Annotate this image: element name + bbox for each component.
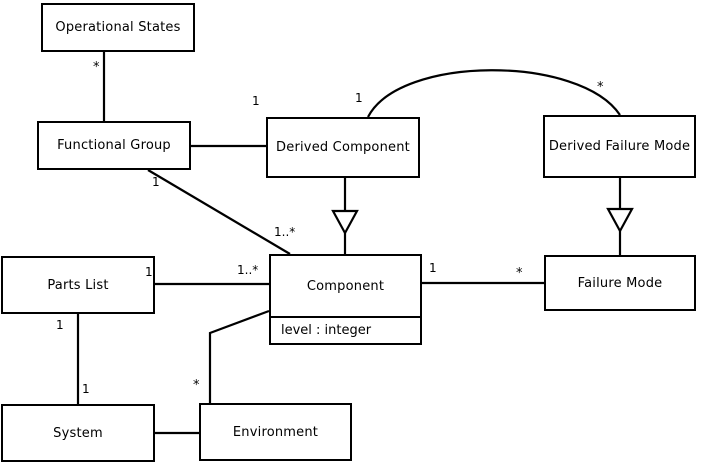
connector-environment-component xyxy=(208,309,270,403)
multiplicity-component-failure-mode-source: 1 xyxy=(429,261,437,275)
multiplicity-parts-list-component-target: 1..* xyxy=(237,263,259,277)
class-name-system: System xyxy=(53,425,103,441)
class-name-derived-component: Derived Component xyxy=(276,140,410,155)
class-box-functional-group[interactable]: Functional Group xyxy=(37,121,191,170)
multiplicity-functional-group-component-target: 1..* xyxy=(274,225,296,239)
class-box-system[interactable]: System xyxy=(1,404,155,462)
multiplicity-functional-group-component-source: 1 xyxy=(152,175,160,189)
multiplicity-component-failure-mode-target: * xyxy=(516,266,523,281)
class-box-derived-component[interactable]: Derived Component xyxy=(266,117,420,178)
class-name-environment: Environment xyxy=(232,424,319,440)
class-box-parts-list[interactable]: Parts List xyxy=(1,256,155,314)
class-attribute-component-level: level : integer xyxy=(271,316,420,343)
connector-functional-group-component xyxy=(147,169,291,255)
connector-derived-component-derived-failure-mode xyxy=(367,69,621,118)
multiplicity-operational-states-functional-group: * xyxy=(93,60,100,75)
multiplicity-environment-component: * xyxy=(193,378,200,393)
class-name-failure-mode: Failure Mode xyxy=(577,275,663,291)
class-box-operational-states[interactable]: Operational States xyxy=(41,3,195,52)
generalization-arrow-failure-mode xyxy=(606,207,634,234)
class-box-environment[interactable]: Environment xyxy=(199,403,352,461)
class-box-failure-mode[interactable]: Failure Mode xyxy=(544,255,696,311)
multiplicity-derived-component-arc-source: 1 xyxy=(355,91,363,105)
class-name-derived-failure-mode: Derived Failure Mode xyxy=(548,139,691,154)
multiplicity-parts-list-system-source: 1 xyxy=(56,318,64,332)
multiplicity-parts-list-component-source: 1 xyxy=(145,265,153,279)
class-name-parts-list: Parts List xyxy=(47,277,109,293)
multiplicity-functional-group-derived-component: 1 xyxy=(252,94,260,108)
generalization-arrow-component xyxy=(331,209,359,236)
class-name-operational-states: Operational States xyxy=(55,20,181,35)
class-name-component: Component xyxy=(306,278,385,294)
class-box-component[interactable]: Component level : integer xyxy=(269,254,422,345)
multiplicity-derived-failure-mode-arc-target: * xyxy=(597,80,604,95)
class-name-functional-group: Functional Group xyxy=(57,138,171,153)
class-box-derived-failure-mode[interactable]: Derived Failure Mode xyxy=(543,115,696,178)
multiplicity-parts-list-system-target: 1 xyxy=(82,382,90,396)
